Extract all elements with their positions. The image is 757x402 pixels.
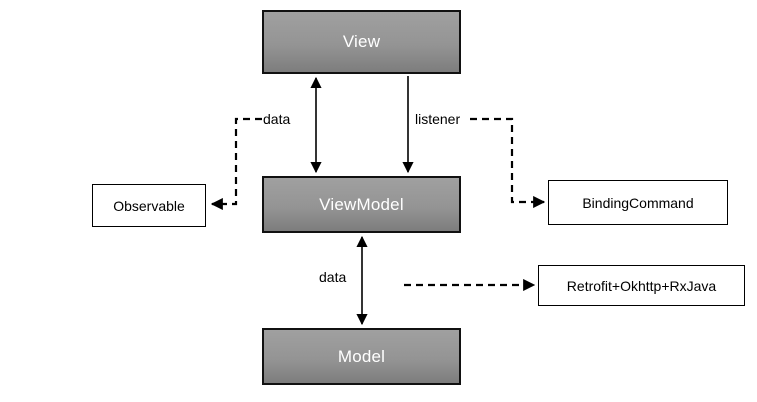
node-bindingcommand[interactable]: BindingCommand: [548, 180, 728, 225]
node-network-label: Retrofit+Okhttp+RxJava: [566, 277, 717, 294]
node-observable-label: Observable: [113, 197, 185, 214]
edge-label-data-top: data: [263, 111, 291, 127]
node-model-label: Model: [337, 346, 386, 366]
node-viewmodel[interactable]: ViewModel: [262, 176, 461, 233]
node-view-label: View: [342, 32, 381, 51]
edge-data-to-observable: [210, 117, 262, 211]
node-network[interactable]: Retrofit+Okhttp+RxJava: [538, 265, 745, 306]
edge-label-listener: listener: [415, 111, 461, 127]
node-view[interactable]: View: [262, 10, 461, 74]
node-observable[interactable]: Observable: [92, 184, 206, 227]
edge-listener-to-bindingcommand: [470, 117, 546, 209]
node-bindingcommand-label: BindingCommand: [582, 194, 694, 211]
node-viewmodel-label: ViewModel: [319, 194, 404, 214]
edge-label-data-middle: data: [319, 269, 347, 285]
node-model[interactable]: Model: [262, 328, 461, 385]
